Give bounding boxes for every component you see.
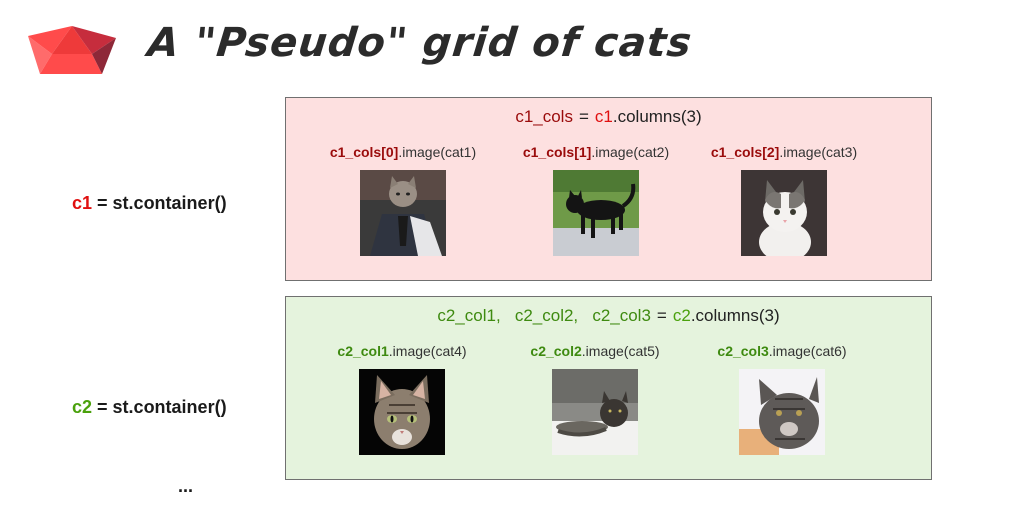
c2-column-2: c2_col3.image(cat6): [682, 343, 882, 455]
c2-column-1-call: .image(cat5): [581, 343, 660, 359]
c1-container-label: c1 = st.container(): [72, 193, 227, 214]
ellipsis: ...: [178, 476, 194, 496]
c2-head-call: .columns(3): [690, 306, 780, 325]
c2-var: c2: [72, 397, 93, 417]
c1-column-1-call: .image(cat2): [591, 144, 670, 160]
c1-column-0: c1_cols[0].image(cat1): [303, 144, 503, 256]
c2-column-2-call: .image(cat6): [768, 343, 847, 359]
cat5-image: [552, 369, 638, 455]
c1-equals: =: [92, 193, 113, 213]
c2-head-src: c2: [672, 306, 691, 325]
c2-column-0: c2_col1.image(cat4): [302, 343, 502, 455]
cat6-image: [739, 369, 825, 455]
streamlit-crown-icon: [28, 26, 116, 74]
c2-column-1: c2_col2.image(cat5): [495, 343, 695, 455]
c2-container-box: c2_col1, c2_col2, c2_col3=c2.columns(3) …: [285, 296, 932, 480]
c2-column-2-ref: c2_col3: [717, 343, 769, 359]
c1-column-0-ref: c1_cols[0]: [329, 144, 399, 160]
c2-columns-header: c2_col1, c2_col2, c2_col3 = c2.columns(3): [286, 306, 931, 326]
c2-column-0-ref: c2_col1: [337, 343, 389, 359]
c1-column-2-ref: c1_cols[2]: [710, 144, 780, 160]
c2-column-2-label: c2_col3.image(cat6): [682, 343, 882, 359]
c2-head-op: =: [656, 306, 667, 325]
c1-container-box: c1_cols=c1.columns(3) c1_cols[0].image(c…: [285, 97, 932, 281]
c1-columns-header: c1_cols = c1.columns(3): [286, 107, 931, 127]
cat1-image: [360, 170, 446, 256]
c2-column-0-call: .image(cat4): [388, 343, 467, 359]
cat4-image: [359, 369, 445, 455]
c2-column-1-ref: c2_col2: [530, 343, 582, 359]
cat2-image: [553, 170, 639, 256]
c1-column-2-call: .image(cat3): [779, 144, 858, 160]
c1-head-src: c1: [594, 107, 613, 126]
c1-var: c1: [72, 193, 93, 213]
c2-equals: =: [92, 397, 113, 417]
c1-column-0-call: .image(cat1): [398, 144, 477, 160]
page-title: A "Pseudo" grid of cats: [145, 20, 695, 66]
c2-column-0-label: c2_col1.image(cat4): [302, 343, 502, 359]
c2-column-1-label: c2_col2.image(cat5): [495, 343, 695, 359]
c2-container-label: c2 = st.container(): [72, 397, 227, 418]
c1-head-call: .columns(3): [612, 107, 702, 126]
c1-column-0-label: c1_cols[0].image(cat1): [303, 144, 503, 160]
c1-head-op: =: [578, 107, 589, 126]
c1-column-1: c1_cols[1].image(cat2): [496, 144, 696, 256]
c1-column-2: c1_cols[2].image(cat3): [684, 144, 884, 256]
cat3-image: [741, 170, 827, 256]
c2-cols-var: c2_col1, c2_col2, c2_col3: [437, 306, 651, 325]
c1-column-2-label: c1_cols[2].image(cat3): [684, 144, 884, 160]
c1-column-1-label: c1_cols[1].image(cat2): [496, 144, 696, 160]
c1-cols-var: c1_cols: [515, 107, 573, 126]
c2-call: st.container(): [112, 397, 227, 417]
c1-column-1-ref: c1_cols[1]: [522, 144, 592, 160]
c1-call: st.container(): [112, 193, 227, 213]
